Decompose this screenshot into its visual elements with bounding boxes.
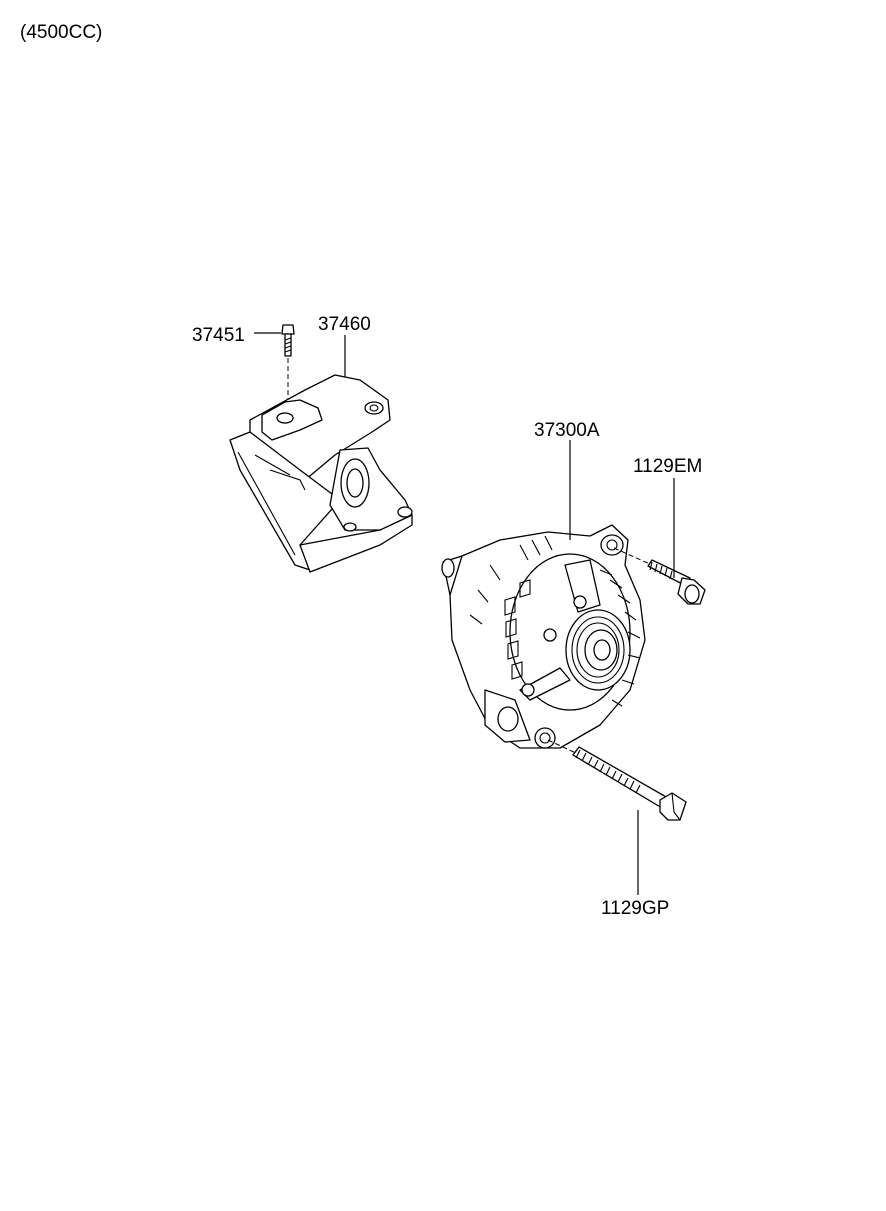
engine-label: (4500CC) — [20, 22, 102, 43]
alternator-37300a[interactable] — [441, 524, 646, 749]
bracket-37460[interactable] — [229, 374, 413, 573]
bolt-37451[interactable] — [281, 324, 295, 357]
bolt-1129gp-axis — [547, 739, 579, 755]
callout-1129em[interactable]: 1129EM — [633, 456, 702, 477]
bolt-1129em[interactable] — [647, 559, 706, 605]
callout-37300a[interactable]: 37300A — [534, 420, 600, 441]
bolt-1129em-axis — [613, 547, 653, 566]
callout-37460[interactable]: 37460 — [318, 314, 371, 335]
bolt-1129gp[interactable] — [572, 746, 687, 821]
callout-1129gp[interactable]: 1129GP — [601, 898, 669, 919]
callout-37451[interactable]: 37451 — [192, 325, 245, 346]
